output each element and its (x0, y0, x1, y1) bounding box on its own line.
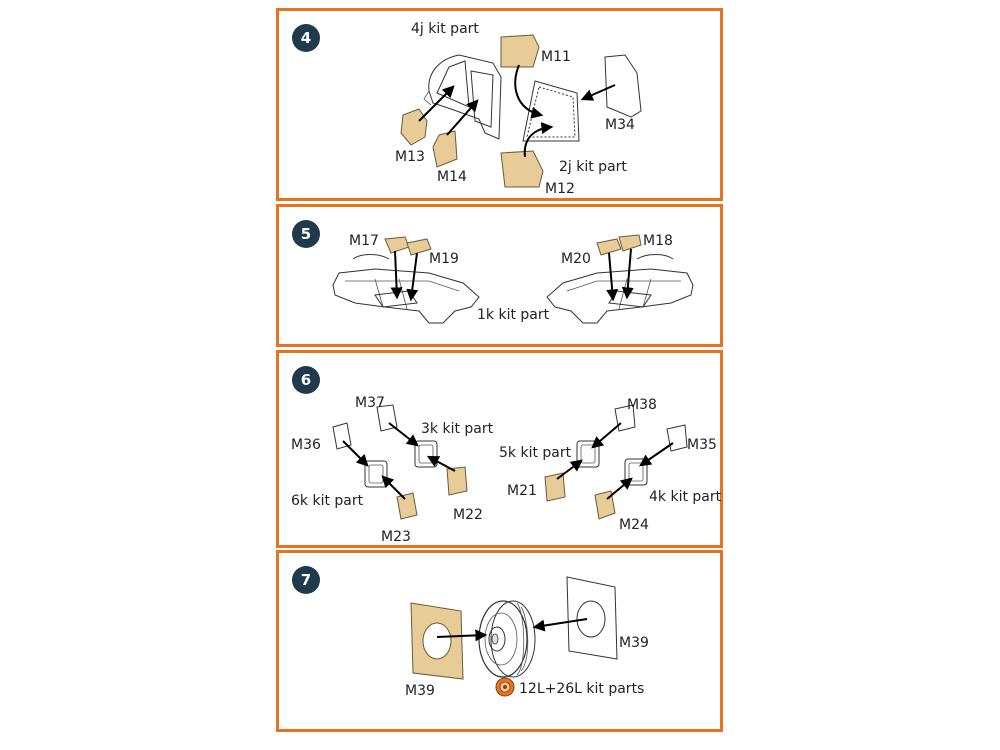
arrow-m36 (342, 440, 369, 467)
label-2j-kit-part: 2j kit part (559, 159, 627, 175)
arrow-m17 (390, 250, 403, 300)
canopy-4j-part (423, 54, 502, 140)
arrow-m21 (556, 459, 583, 480)
window-6k-part (364, 460, 388, 488)
arrow-m13 (418, 85, 455, 122)
label-m11: M11 (541, 49, 571, 65)
kit-part-icon (495, 677, 515, 697)
label-1k-kit-part: 1k kit part (477, 307, 550, 323)
arrow-m24 (606, 477, 633, 500)
label-m35: M35 (687, 437, 717, 453)
step-5-badge: 5 (292, 220, 320, 248)
step-6-badge: 6 (292, 366, 320, 394)
step-4-badge: 4 (292, 24, 320, 52)
mask-m24 (594, 490, 616, 520)
mask-m12 (500, 150, 544, 188)
label-4j-kit-part: 4j kit part (411, 21, 479, 37)
label-m17: M17 (349, 233, 379, 249)
label-m19: M19 (429, 251, 459, 267)
mask-m21 (544, 472, 566, 502)
label-3k-kit-part: 3k kit part (421, 421, 494, 437)
arrow-m18 (621, 248, 634, 300)
label-5k-kit-part: 5k kit part (499, 445, 572, 461)
window-5k-part (576, 440, 600, 468)
step-4-panel: 4 4j kit part M11 M34 M1 (276, 8, 723, 201)
label-m37: M37 (355, 395, 385, 411)
fuselage-left-1k (332, 254, 480, 324)
label-m34: M34 (605, 117, 635, 133)
label-m39-right: M39 (619, 635, 649, 651)
step-7-diagram: M39 M39 12L+26L kit parts (405, 576, 649, 699)
arrow-m12 (523, 122, 554, 158)
arrow-m39-right (532, 618, 588, 632)
label-m21: M21 (507, 483, 537, 499)
mask-m34 (604, 54, 642, 118)
label-4k-kit-part: 4k kit part (649, 489, 722, 505)
step-7-panel: 7 M39 M39 12 (276, 550, 723, 732)
step-5-panel: 5 M17 M19 M20 (276, 204, 723, 347)
arrow-m34 (580, 84, 616, 101)
arrow-m35 (639, 442, 674, 467)
mask-m14 (432, 130, 458, 168)
label-m12: M12 (545, 181, 575, 197)
mask-m20 (596, 238, 622, 256)
label-12l-26l-kit-parts: 12L+26L kit parts (519, 681, 644, 697)
arrow-m39-left (436, 629, 488, 642)
step-6-panel: 6 M37 3k kit part M36 6k kit part M22 (276, 350, 723, 548)
arrow-m23 (381, 475, 406, 500)
arrow-m11 (514, 64, 544, 119)
label-m20: M20 (561, 251, 591, 267)
label-m22: M22 (453, 507, 483, 523)
mask-m35 (666, 424, 688, 452)
mask-m18 (618, 234, 642, 252)
mask-m36 (332, 422, 352, 450)
wheel-12l-26l (478, 600, 536, 678)
label-m18: M18 (643, 233, 673, 249)
arrow-m38 (591, 422, 622, 449)
mask-m22 (446, 466, 468, 496)
label-m14: M14 (437, 169, 467, 185)
window-3k-part (414, 440, 438, 468)
mask-m39-left (410, 602, 464, 680)
arrow-m19 (406, 252, 419, 302)
step-5-diagram: M17 M19 M20 M18 1k kit part (332, 233, 694, 324)
mask-m39-right (566, 576, 618, 660)
step-7-badge: 7 (292, 566, 320, 594)
label-m13: M13 (395, 149, 425, 165)
mask-m11 (500, 34, 540, 68)
arrow-m37 (388, 422, 419, 447)
label-6k-kit-part: 6k kit part (291, 493, 364, 509)
mask-m23 (396, 492, 418, 520)
label-m38: M38 (627, 397, 657, 413)
step-6-diagram: M37 3k kit part M36 6k kit part M22 M23 … (291, 395, 722, 545)
arrow-m20 (606, 252, 619, 302)
label-m24: M24 (619, 517, 649, 533)
label-m36: M36 (291, 437, 321, 453)
windscreen-2j-part (522, 80, 580, 142)
arrow-m14 (446, 99, 479, 136)
mask-m17 (384, 236, 410, 254)
arrow-m22 (426, 455, 456, 472)
step-4-diagram: 4j kit part M11 M34 M13 M14 2j kit part … (395, 21, 642, 197)
mask-m19 (406, 238, 432, 256)
label-m39-left: M39 (405, 683, 435, 699)
window-4k-part (624, 458, 648, 486)
label-m23: M23 (381, 529, 411, 545)
mask-m13 (400, 108, 428, 146)
